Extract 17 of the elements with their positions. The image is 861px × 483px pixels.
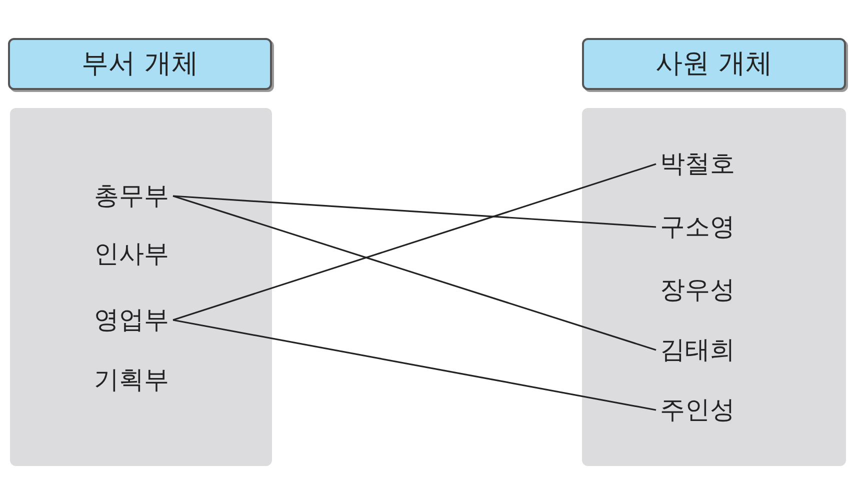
entity-panel [582,108,846,466]
entity-item: 구소영 [652,209,743,245]
entity-item: 박철호 [652,146,743,182]
entity-item: 주인성 [652,392,743,428]
entity-title: 부서 개체 [8,38,272,90]
entity-item: 기획부 [86,362,177,398]
connector-line [172,319,656,411]
entity-item: 영업부 [86,302,177,338]
entity-item: 장우성 [652,272,743,308]
connector-line [172,163,656,321]
entity-item: 김태희 [652,332,743,368]
entity-title: 사원 개체 [582,38,846,90]
entity-panel [10,108,272,466]
entity-item: 총무부 [86,178,177,214]
entity-item: 인사부 [86,236,177,272]
connector-line [172,195,656,351]
connector-line [172,195,656,228]
